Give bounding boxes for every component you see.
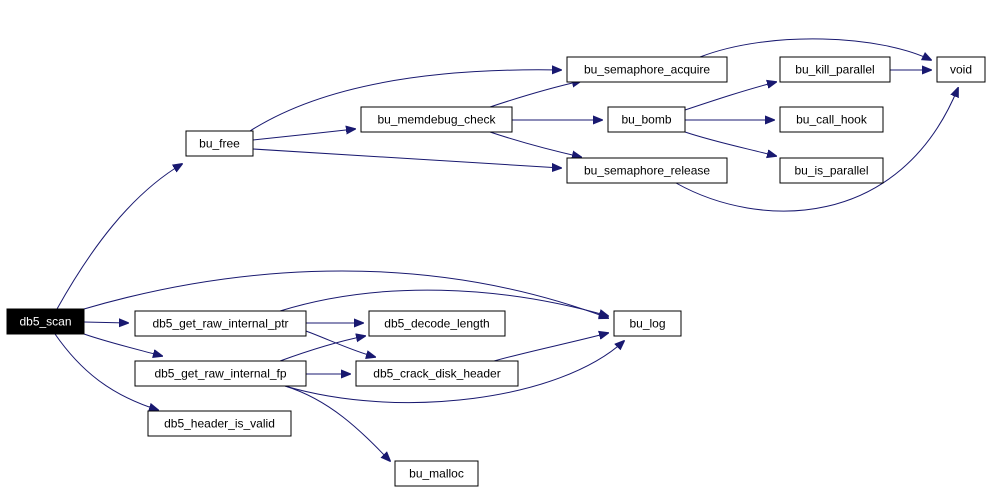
node-label: bu_kill_parallel	[795, 63, 874, 77]
node-label: bu_semaphore_acquire	[584, 63, 710, 77]
node-void[interactable]: void	[936, 56, 986, 83]
node-box	[779, 157, 884, 184]
node-label: bu_call_hook	[796, 113, 868, 127]
edge-bu_memdebug_check-to-bu_semaphore_acquire	[489, 81, 581, 108]
node-bu_log[interactable]: bu_log	[613, 310, 682, 337]
node-label: bu_free	[199, 137, 240, 151]
edge-bu_free-to-bu_semaphore_release	[252, 148, 561, 168]
edge-db5_scan-to-db5_header_is_valid	[54, 333, 158, 410]
edge-db5_scan-to-db5_get_raw_internal_ptr	[83, 322, 128, 323]
edge-bu_semaphore_release-to-void	[675, 88, 958, 212]
node-box	[6, 308, 85, 335]
node-bu_bomb[interactable]: bu_bomb	[607, 106, 686, 133]
node-box	[185, 130, 254, 157]
node-bu_malloc[interactable]: bu_malloc	[394, 460, 479, 487]
node-bu_semaphore_acquire[interactable]: bu_semaphore_acquire	[566, 56, 728, 83]
node-box	[368, 310, 506, 337]
node-db5_header_is_valid[interactable]: db5_header_is_valid	[147, 410, 292, 437]
node-db5_get_raw_internal_ptr[interactable]: db5_get_raw_internal_ptr	[134, 310, 307, 337]
edge-db5_crack_disk_header-to-bu_log	[493, 333, 608, 362]
node-label: db5_header_is_valid	[164, 417, 275, 431]
node-label: bu_memdebug_check	[377, 113, 496, 127]
node-bu_call_hook[interactable]: bu_call_hook	[779, 106, 884, 133]
node-label: bu_semaphore_release	[584, 164, 710, 178]
node-db5_crack_disk_header[interactable]: db5_crack_disk_header	[355, 360, 519, 387]
edge-bu_free-to-bu_semaphore_acquire	[249, 70, 561, 132]
node-box	[613, 310, 682, 337]
node-bu_semaphore_release[interactable]: bu_semaphore_release	[566, 157, 728, 184]
node-bu_free[interactable]: bu_free	[185, 130, 254, 157]
edge-db5_scan-to-db5_get_raw_internal_fp	[83, 333, 162, 356]
node-box	[779, 56, 891, 83]
node-box	[566, 157, 728, 184]
node-box	[779, 106, 884, 133]
node-box	[607, 106, 686, 133]
node-label: db5_decode_length	[384, 317, 489, 331]
edge-bu_free-to-bu_memdebug_check	[252, 129, 355, 141]
node-label: db5_crack_disk_header	[373, 367, 500, 381]
edge-bu_bomb-to-bu_is_parallel	[684, 131, 776, 156]
node-box	[355, 360, 519, 387]
nodes-layer: db5_scan bu_free bu_semaphore_acquire bu_me…	[6, 56, 986, 487]
edge-db5_get_raw_internal_ptr-to-db5_crack_disk_header	[305, 330, 375, 357]
node-box	[134, 310, 307, 337]
node-box	[360, 106, 513, 133]
node-bu_kill_parallel[interactable]: bu_kill_parallel	[779, 56, 891, 83]
node-label: bu_malloc	[409, 467, 464, 481]
edge-db5_get_raw_internal_fp-to-bu_malloc	[284, 385, 390, 461]
node-db5_get_raw_internal_fp[interactable]: db5_get_raw_internal_fp	[134, 360, 307, 387]
node-label: void	[950, 63, 972, 77]
node-bu_is_parallel[interactable]: bu_is_parallel	[779, 157, 884, 184]
edge-bu_semaphore_acquire-to-void	[699, 38, 931, 60]
node-box	[147, 410, 292, 437]
edge-db5_get_raw_internal_ptr-to-bu_log	[279, 289, 608, 316]
edge-db5_scan-to-bu_free	[56, 164, 182, 310]
node-db5_decode_length[interactable]: db5_decode_length	[368, 310, 506, 337]
node-bu_memdebug_check[interactable]: bu_memdebug_check	[360, 106, 513, 133]
node-label: db5_scan	[19, 315, 71, 329]
edge-db5_get_raw_internal_fp-to-bu_log	[284, 341, 624, 403]
node-box	[134, 360, 307, 387]
node-label: bu_bomb	[621, 113, 671, 127]
node-label: bu_is_parallel	[794, 164, 868, 178]
node-db5_scan[interactable]: db5_scan	[6, 308, 85, 335]
node-label: db5_get_raw_internal_ptr	[152, 317, 288, 331]
node-label: bu_log	[629, 317, 665, 331]
edge-db5_get_raw_internal_fp-to-db5_decode_length	[279, 336, 365, 362]
edge-db5_scan-to-bu_log	[83, 270, 608, 318]
edge-bu_memdebug_check-to-bu_semaphore_release	[489, 131, 581, 157]
node-box	[936, 56, 986, 83]
edges-layer	[54, 38, 958, 461]
node-box	[566, 56, 728, 83]
node-box	[394, 460, 479, 487]
edge-bu_bomb-to-bu_kill_parallel	[684, 82, 776, 111]
node-label: db5_get_raw_internal_fp	[154, 367, 286, 381]
